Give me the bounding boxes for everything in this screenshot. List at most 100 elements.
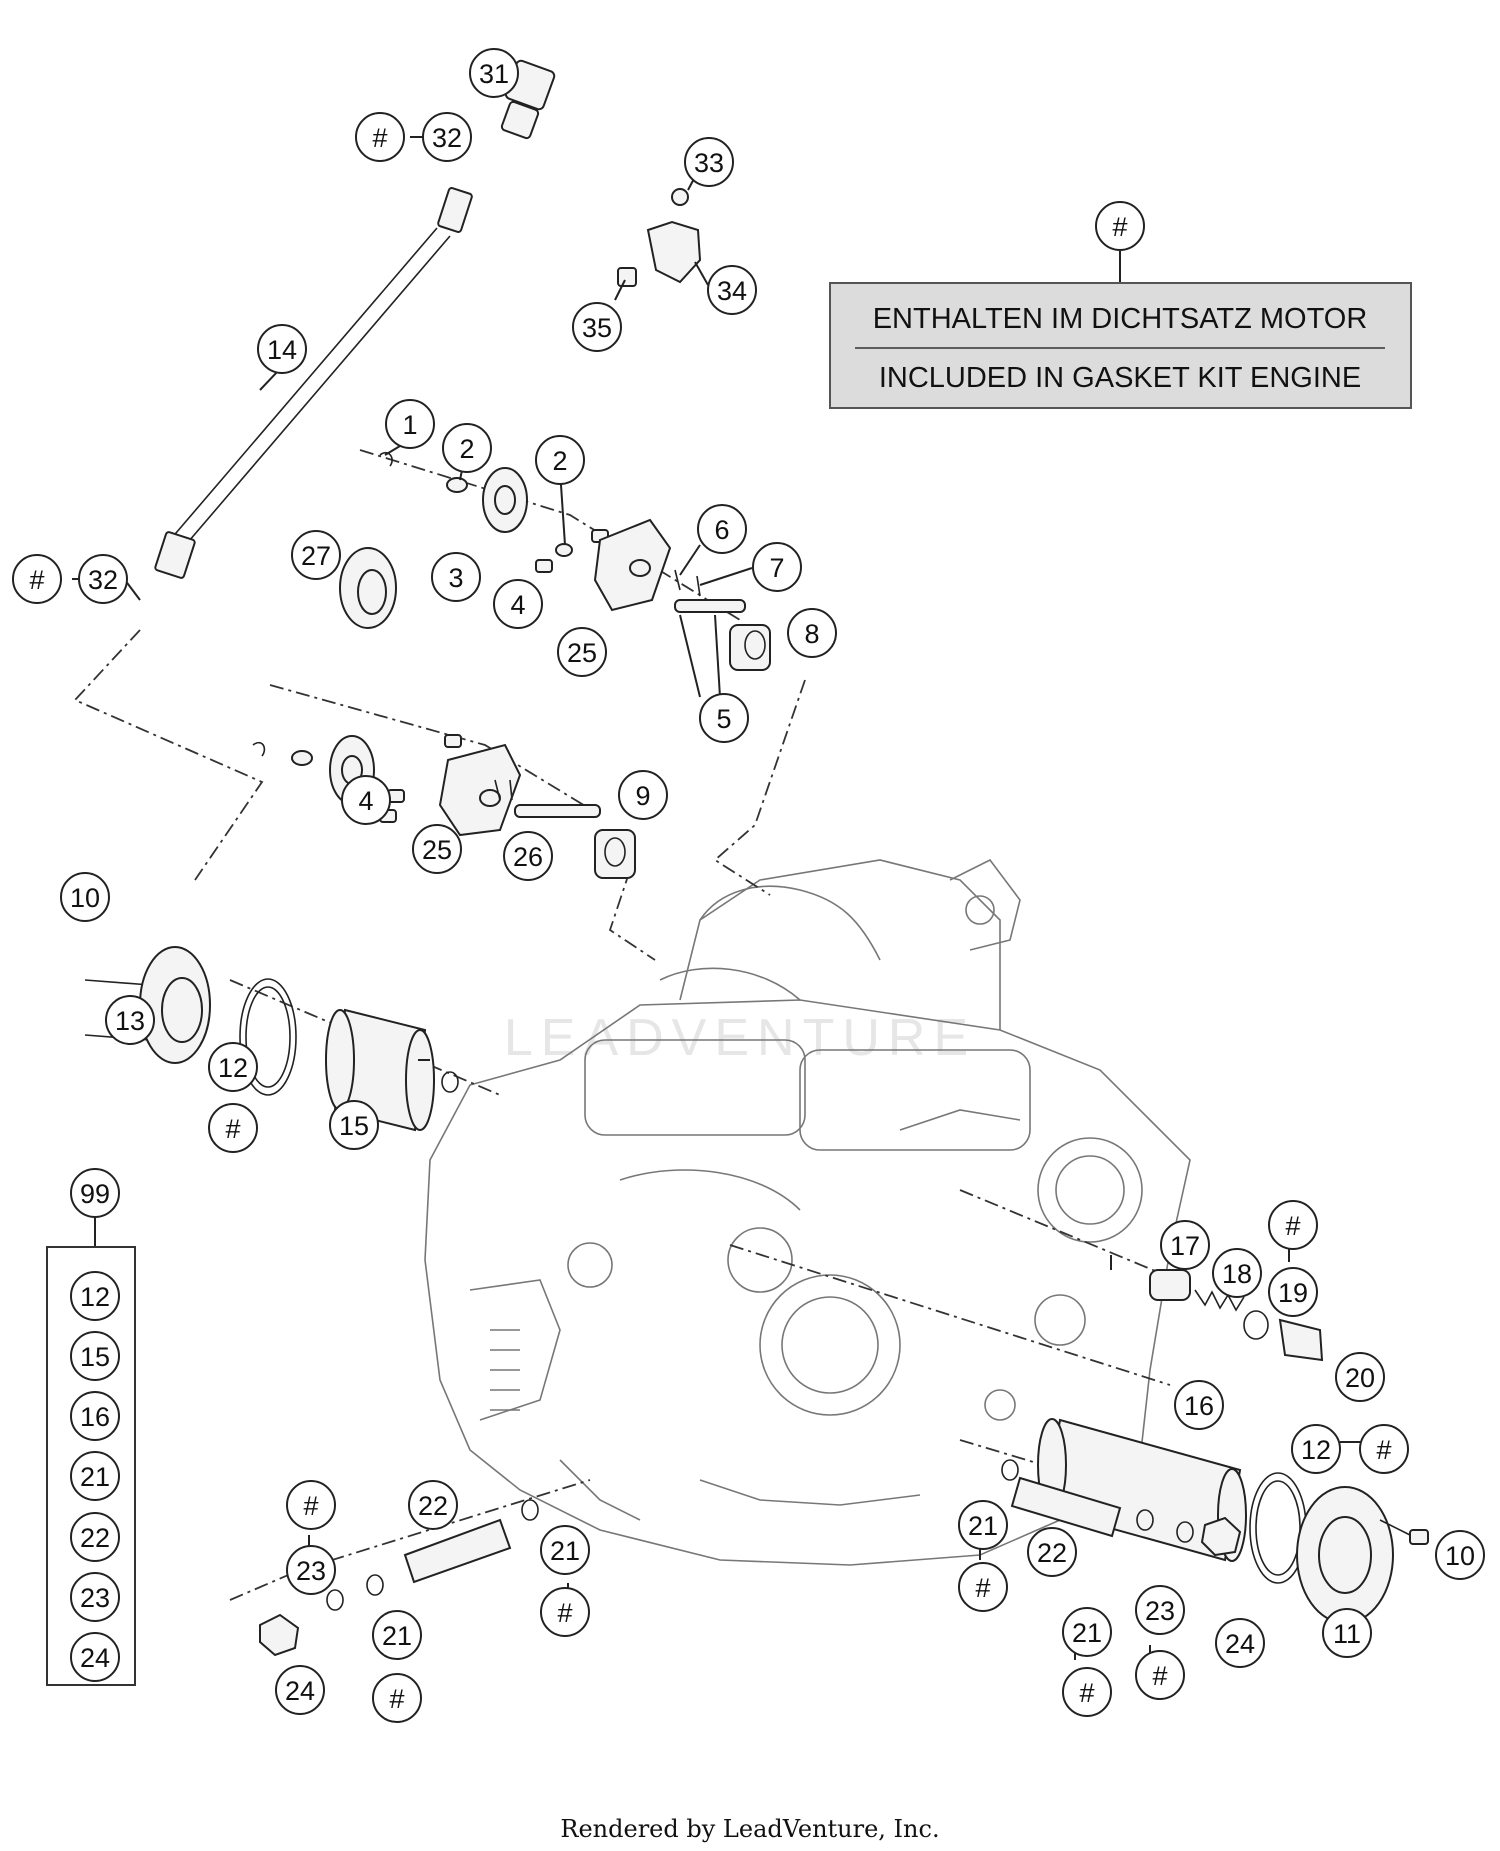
spring-18 (1194, 1289, 1245, 1312)
callout-label: 11 (1333, 1619, 1361, 1649)
part-number-callout-1: 1 (385, 399, 435, 449)
gasket-marker-callout: # (12, 554, 62, 604)
callout-label: 31 (479, 59, 509, 89)
callout-label: 27 (301, 541, 331, 571)
gasket-marker-callout: # (1095, 201, 1145, 251)
part-number-callout-12: 12 (1291, 1424, 1341, 1474)
callout-label: # (1152, 1661, 1167, 1691)
callout-circle (70, 1331, 120, 1381)
callout-label: 23 (296, 1556, 326, 1586)
callout-label: 21 (1072, 1618, 1102, 1648)
callout-circle (422, 112, 472, 162)
drain-plug-24-left (259, 1613, 300, 1657)
callout-label: # (1285, 1211, 1300, 1241)
part-number-callout-9: 9 (618, 770, 668, 820)
callout-circle (1212, 1248, 1262, 1298)
callout-label: # (1376, 1435, 1391, 1465)
callout-circle (572, 302, 622, 352)
callout-label: 2 (552, 446, 567, 476)
gasket-marker-callout: # (1062, 1667, 1112, 1717)
callout-label: 34 (717, 276, 747, 306)
callout-label: 22 (418, 1491, 448, 1521)
callout-label: 2 (459, 434, 474, 464)
part-number-callout-16: 16 (70, 1391, 120, 1441)
callout-circle (618, 770, 668, 820)
callout-circle (286, 1480, 336, 1530)
screw-33 (671, 188, 689, 206)
callout-circle (70, 1451, 120, 1501)
callout-label: 15 (80, 1342, 110, 1372)
part-number-callout-32: 32 (422, 112, 472, 162)
callout-label: 23 (80, 1583, 110, 1613)
gasket-marker-callout: # (1268, 1200, 1318, 1250)
callout-label: 21 (382, 1621, 412, 1651)
callout-circle (540, 1587, 590, 1637)
part-number-callout-25: 25 (557, 627, 607, 677)
callout-label: 6 (714, 515, 729, 545)
callout-label: 20 (1345, 1363, 1375, 1393)
part-number-callout-23: 23 (70, 1572, 120, 1622)
part-number-callout-34: 34 (707, 265, 757, 315)
callout-circle (208, 1042, 258, 1092)
callout-label: 26 (513, 842, 543, 872)
part-number-callout-4: 4 (341, 775, 391, 825)
gasket-marker-callout: # (355, 112, 405, 162)
callout-circle (684, 137, 734, 187)
callout-label: 7 (769, 553, 784, 583)
callout-circle (70, 1271, 120, 1321)
pump-rotor-8 (729, 624, 771, 671)
gasket-note-german: ENTHALTEN IM DICHTSATZ MOTOR (873, 303, 1368, 335)
callout-circle (275, 1665, 325, 1715)
callout-circle (1268, 1200, 1318, 1250)
callout-circle (442, 423, 492, 473)
callout-circle (1095, 201, 1145, 251)
callout-label: 3 (448, 563, 463, 593)
callout-circle (1160, 1220, 1210, 1270)
callout-label: # (225, 1114, 240, 1144)
part-number-callout-22: 22 (70, 1512, 120, 1562)
callout-label: 12 (218, 1053, 248, 1083)
callout-label: 12 (80, 1282, 110, 1312)
callout-circle (60, 872, 110, 922)
callout-circle (1062, 1607, 1112, 1657)
watermark-text: LEADVENTURE (504, 1009, 976, 1067)
callout-label: 1 (402, 410, 417, 440)
callout-label: # (303, 1491, 318, 1521)
callout-circle (707, 265, 757, 315)
callout-label: 12 (1301, 1435, 1331, 1465)
part-number-callout-11: 11 (1322, 1608, 1372, 1658)
callout-circle (1135, 1650, 1185, 1700)
callout-circle (431, 552, 481, 602)
callout-circle (1322, 1608, 1372, 1658)
callout-label: 16 (80, 1402, 110, 1432)
parts (84, 59, 1429, 1657)
callout-label: # (389, 1684, 404, 1714)
callout-circle (385, 399, 435, 449)
part-number-callout-26: 26 (503, 831, 553, 881)
part-number-callout-2: 2 (535, 435, 585, 485)
part-number-callout-23: 23 (286, 1545, 336, 1595)
o-ring-12 (239, 978, 297, 1096)
callout-label: 35 (582, 313, 612, 343)
callout-label: 17 (1170, 1231, 1200, 1261)
callout-circle (699, 693, 749, 743)
part-number-callout-15: 15 (70, 1331, 120, 1381)
part-number-callout-6: 6 (697, 504, 747, 554)
callout-label: 32 (432, 123, 462, 153)
callout-label: 15 (339, 1111, 369, 1141)
callout-label: 9 (635, 781, 650, 811)
gasket-note-english: INCLUDED IN GASKET KIT ENGINE (879, 362, 1361, 394)
callout-label: 25 (422, 835, 452, 865)
callout-circle (70, 1572, 120, 1622)
part-number-callout-13: 13 (105, 995, 155, 1045)
callout-circle (291, 530, 341, 580)
callout-label: 8 (804, 619, 819, 649)
callout-circle (752, 542, 802, 592)
callout-circle (408, 1480, 458, 1530)
clamp-34 (646, 220, 702, 284)
callout-label: 14 (267, 335, 297, 365)
callout-label: 18 (1222, 1259, 1252, 1289)
callout-label: # (29, 565, 44, 595)
part-number-callout-10: 10 (1435, 1530, 1485, 1580)
